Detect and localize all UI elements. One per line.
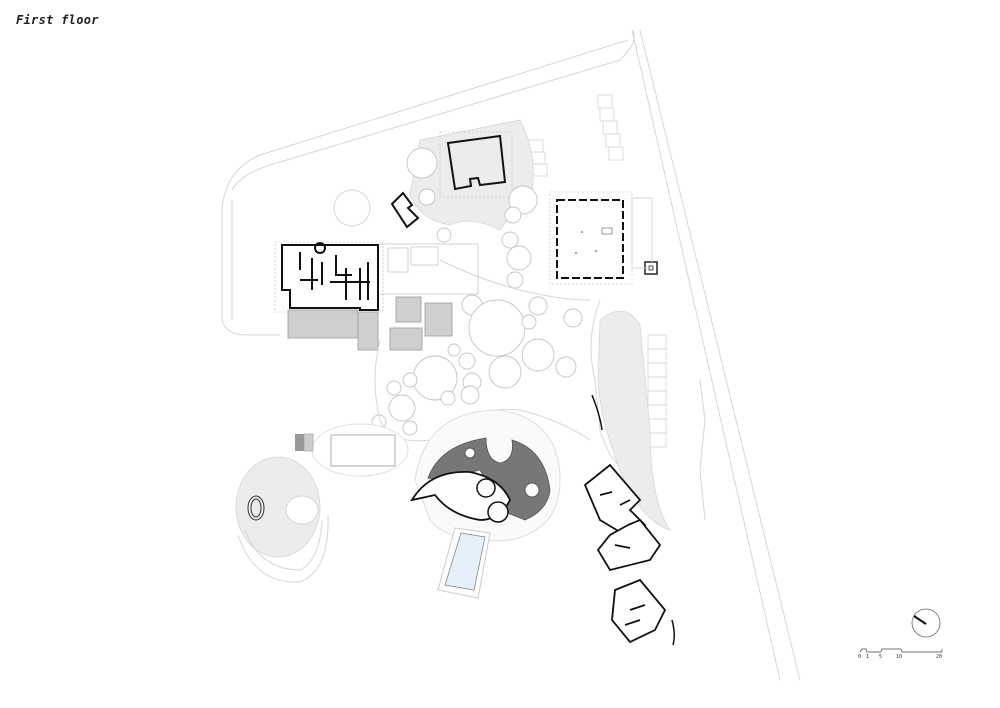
garden-west — [235, 456, 321, 558]
parking-north — [526, 94, 624, 177]
road-edge-east — [639, 29, 801, 681]
garden-east — [597, 310, 671, 531]
scale-bar — [859, 648, 943, 653]
pool — [437, 527, 491, 599]
trees — [371, 147, 583, 436]
pavilion-ne — [549, 191, 658, 285]
drawing-title: First floor — [16, 13, 99, 27]
north-arrow-icon — [911, 608, 941, 638]
scale-label-1: 1 — [866, 654, 869, 660]
central-round-building — [410, 409, 561, 542]
garden-north — [409, 119, 534, 231]
north-buildings — [390, 134, 507, 229]
scale-label-20: 20 — [936, 654, 942, 660]
scale-label-5: 5 — [879, 654, 882, 660]
housing-se — [583, 463, 667, 644]
main-building-walls — [281, 242, 379, 311]
scale-label-10: 10 — [896, 654, 902, 660]
scale-label-0: 0 — [858, 654, 861, 660]
parking-east — [647, 334, 667, 448]
roof-volumes — [287, 296, 453, 351]
